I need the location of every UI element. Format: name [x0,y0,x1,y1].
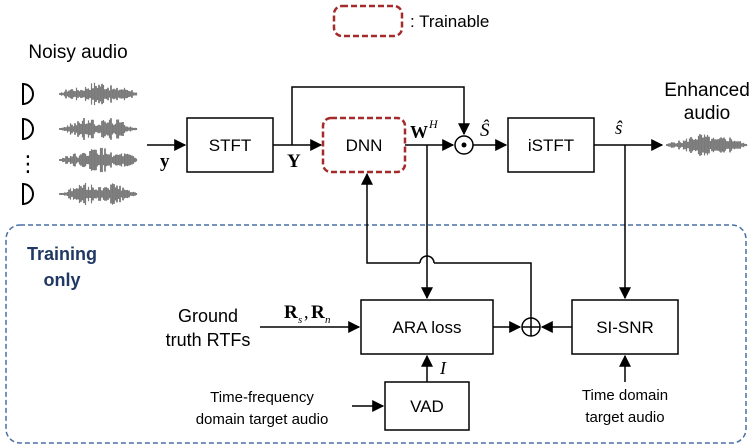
training-only-region [5,224,747,444]
enhanced-waveform-icon [666,134,748,156]
feedback-crossing-hop [419,255,435,264]
td-target-label-line1: Time domain [582,387,668,404]
trainable-legend-swatch [332,4,404,38]
dnn-block [321,116,407,174]
ara-loss-block [360,299,494,355]
rs-base: R [284,302,298,323]
ground-truth-label-line1: Ground [178,306,238,326]
tf-target-label-line1: Time-frequency [210,389,314,406]
tf-target-label-line2: domain target audio [196,411,329,428]
ara-loss-label: ARA loss [393,318,462,337]
si-snr-block [571,299,679,355]
rs-sub: s [298,314,302,326]
trainable-legend-label: : Trainable [410,12,489,31]
signal-Y-label: Y [287,151,301,172]
noisy-waveforms [59,82,138,206]
connections [147,86,664,412]
vad-label: VAD [410,397,444,416]
signal-I-label: I [439,358,447,378]
arrow-feedback-into-dnn [361,172,420,264]
dnn-label: DNN [346,136,383,155]
sum-node [521,317,541,337]
rn-sub: n [325,314,331,326]
rtf-signal-label: R s , R n [284,302,331,326]
signal-S-hat-label: Ŝ [480,119,490,141]
arrow-loss-feedback-to-dnn [434,262,532,318]
enhanced-audio-title-line1: Enhanced [664,80,750,101]
microphone-icon [22,183,34,205]
arrow-skip-to-multiply [291,86,470,145]
microphone-icon [22,118,34,140]
signal-W-label: W [410,122,428,142]
signal-s-hat-label: ŝ [615,118,623,139]
ellipsis-icon: ⋮ [17,151,39,176]
vad-block [384,381,470,431]
stft-label: STFT [209,136,252,155]
microphone-icon [22,83,34,105]
ground-truth-label-line2: truth RTFs [166,330,251,350]
signal-y-label: y [160,151,170,172]
multiply-node [454,135,474,155]
istft-block [507,117,595,173]
rs-comma: , [304,302,309,322]
rn-base: R [311,302,325,323]
si-snr-label: SI-SNR [596,318,654,337]
stft-block [186,117,274,173]
noisy-audio-title: Noisy audio [28,42,127,63]
td-target-label-line2: target audio [585,409,664,426]
istft-label: iSTFT [528,136,574,155]
training-only-label-line1: Training [27,244,97,264]
training-only-label-line2: only [43,270,80,290]
signal-W-superscript: H [428,117,439,131]
enhanced-audio-title-line2: audio [684,103,731,124]
